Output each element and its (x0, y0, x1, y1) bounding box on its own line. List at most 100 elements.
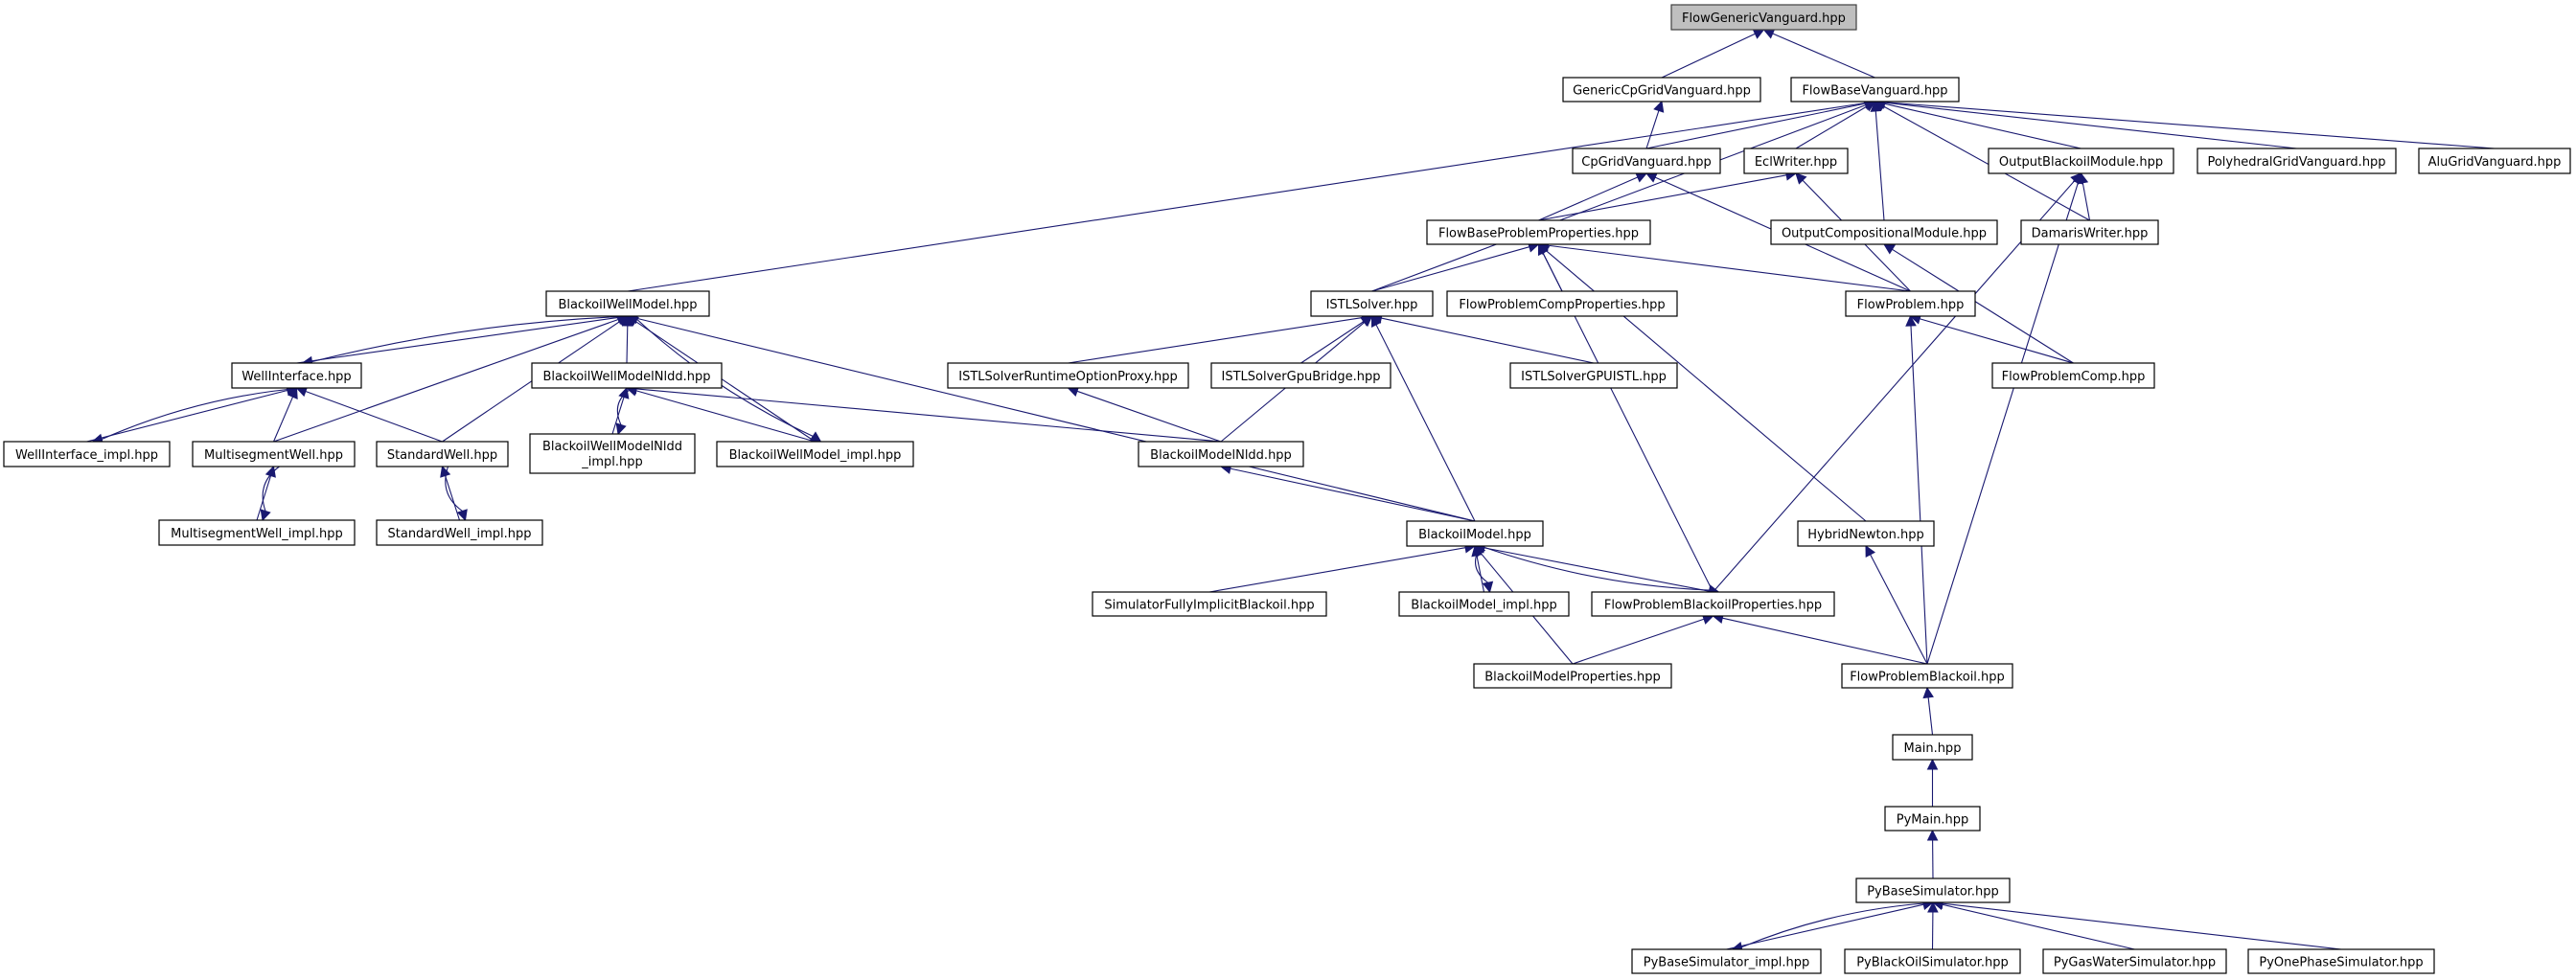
node-damaris-writer[interactable]: DamarisWriter.hpp (2020, 219, 2159, 245)
node-box (716, 441, 914, 467)
edge-simulator-fully-implicit-blackoil-to-blackoil-model (1208, 542, 1477, 593)
node-flow-problem-comp-properties[interactable]: FlowProblemCompProperties.hpp (1446, 290, 1678, 317)
node-multisegment-well-impl[interactable]: MultisegmentWell_impl.hpp (158, 519, 356, 546)
edge-line (626, 325, 629, 364)
edge-line (1870, 554, 1928, 665)
node-istl-solver[interactable]: ISTLSolver.hpp (1310, 290, 1434, 317)
node-flow-generic-vanguard[interactable]: FlowGenericVanguard.hpp (1670, 4, 1857, 31)
edge-istl-solver-gpuistl-to-istl-solver (1370, 312, 1595, 364)
node-label: DamarisWriter.hpp (2032, 227, 2149, 241)
node-well-interface-impl[interactable]: WellInterface_impl.hpp (3, 441, 171, 467)
edge-py-base-simulator-to-py-base-simulator-impl (1731, 901, 1940, 953)
node-py-gas-water-simulator[interactable]: PyGasWaterSimulator.hpp (2042, 948, 2227, 974)
node-hybrid-newton[interactable]: HybridNewton.hpp (1797, 520, 1935, 547)
edge-line (1919, 318, 2074, 364)
edge-standard-well-impl-to-standard-well (440, 465, 461, 521)
node-blackoil-model-nldd[interactable]: BlackoilModelNldd.hpp (1138, 441, 1304, 467)
node-polyhedral-grid-vanguard[interactable]: PolyhedralGridVanguard.hpp (2196, 148, 2397, 174)
edge-line (262, 466, 280, 512)
node-py-main[interactable]: PyMain.hpp (1884, 806, 1981, 832)
node-blackoil-well-model-nldd-impl[interactable]: BlackoilWellModelNldd_impl.hpp (529, 433, 696, 474)
node-label: PyBaseSimulator.hpp (1867, 885, 1999, 900)
node-flow-problem-blackoil[interactable]: FlowProblemBlackoil.hpp (1841, 663, 2013, 689)
node-blackoil-well-model-nldd[interactable]: BlackoilWellModelNldd.hpp (531, 362, 723, 389)
edge-well-interface-to-blackoil-well-model (296, 311, 630, 364)
node-well-interface[interactable]: WellInterface.hpp (231, 362, 362, 389)
arrowhead-icon (1926, 758, 1939, 770)
node-label: FlowProblemBlackoil.hpp (1850, 671, 2005, 685)
node-blackoil-well-model[interactable]: BlackoilWellModel.hpp (545, 290, 710, 317)
edge-line (627, 102, 1866, 292)
node-box (1841, 663, 2013, 689)
edge-line (1942, 902, 2342, 950)
node-flow-problem-blackoil-properties[interactable]: FlowProblemBlackoilProperties.hpp (1591, 591, 1835, 617)
edge-py-one-phase-simulator-to-py-base-simulator (1931, 898, 2342, 950)
node-py-black-oil-simulator[interactable]: PyBlackOilSimulator.hpp (1844, 948, 2021, 974)
node-istl-solver-gpu-bridge[interactable]: ISTLSolverGpuBridge.hpp (1210, 362, 1392, 389)
node-box (1988, 148, 2174, 174)
node-flow-problem-comp[interactable]: FlowProblemComp.hpp (1991, 362, 2155, 389)
node-label: PyMain.hpp (1897, 813, 1968, 828)
edge-line (1884, 103, 2082, 149)
edge-well-interface-impl-to-well-interface (86, 384, 298, 443)
edge-line (1942, 903, 2135, 950)
node-blackoil-well-model-impl[interactable]: BlackoilWellModel_impl.hpp (716, 441, 914, 467)
node-istl-solver-runtime-option-proxy[interactable]: ISTLSolverRuntimeOptionProxy.hpp (947, 362, 1189, 389)
node-label: FlowProblemCompProperties.hpp (1459, 298, 1665, 312)
node-flow-base-problem-properties[interactable]: FlowBaseProblemProperties.hpp (1426, 219, 1651, 245)
arrowhead-icon (1926, 829, 1939, 841)
node-standard-well[interactable]: StandardWell.hpp (376, 441, 509, 467)
edge-multisegment-well-to-multisegment-well-impl (260, 466, 280, 522)
edge-flow-base-problem-properties-to-ecl-writer (1538, 170, 1798, 221)
node-label: OutputBlackoilModule.hpp (1999, 155, 2163, 170)
node-alu-grid-vanguard[interactable]: AluGridVanguard.hpp (2418, 148, 2571, 174)
node-label: BlackoilModelProperties.hpp (1484, 671, 1661, 685)
edge-line (442, 321, 621, 443)
arrowhead-icon (1635, 171, 1648, 183)
node-blackoil-model[interactable]: BlackoilModel.hpp (1406, 520, 1544, 547)
node-box (1426, 219, 1651, 245)
edge-line (1076, 390, 1222, 443)
node-box (1845, 290, 1976, 317)
node-box (1310, 290, 1434, 317)
edge-line (1548, 244, 1911, 292)
edge-line (1645, 103, 1866, 149)
arrowhead-icon (288, 386, 298, 399)
node-istl-solver-gpuistl[interactable]: ISTLSolverGPUISTL.hpp (1509, 362, 1678, 389)
arrowhead-icon (1653, 100, 1665, 113)
node-multisegment-well[interactable]: MultisegmentWell.hpp (192, 441, 356, 467)
edge-py-gas-water-simulator-to-py-base-simulator (1931, 899, 2135, 950)
node-flow-base-vanguard[interactable]: FlowBaseVanguard.hpp (1790, 77, 1960, 103)
node-blackoil-model-properties[interactable]: BlackoilModelProperties.hpp (1473, 663, 1672, 689)
node-flow-problem[interactable]: FlowProblem.hpp (1845, 290, 1976, 317)
node-ecl-writer[interactable]: EclWriter.hpp (1743, 148, 1849, 174)
node-generic-cp-grid-vanguard[interactable]: GenericCpGridVanguard.hpp (1562, 77, 1761, 103)
edge-line (616, 387, 633, 425)
node-cp-grid-vanguard[interactable]: CpGridVanguard.hpp (1572, 148, 1721, 174)
node-py-one-phase-simulator[interactable]: PyOnePhaseSimulator.hpp (2247, 948, 2435, 974)
node-blackoil-model-impl[interactable]: BlackoilModel_impl.hpp (1398, 591, 1570, 617)
edge-line (101, 387, 303, 441)
edge-line (1927, 696, 1934, 736)
node-py-base-simulator-impl[interactable]: PyBaseSimulator_impl.hpp (1631, 948, 1822, 974)
node-output-blackoil-module[interactable]: OutputBlackoilModule.hpp (1988, 148, 2174, 174)
node-main[interactable]: Main.hpp (1892, 734, 1973, 761)
node-label: WellInterface_impl.hpp (15, 448, 158, 463)
node-box (1892, 734, 1973, 761)
edge-generic-cp-grid-vanguard-to-flow-generic-vanguard (1661, 29, 1765, 79)
edge-line (1381, 317, 1595, 364)
node-simulator-fully-implicit-blackoil[interactable]: SimulatorFullyImplicitBlackoil.hpp (1092, 591, 1327, 617)
node-box (1884, 806, 1981, 832)
edge-line (1068, 316, 1363, 364)
node-box (1855, 877, 2011, 903)
edge-line (1230, 467, 1476, 522)
node-box (1797, 520, 1935, 547)
node-box (1406, 520, 1544, 547)
node-box (1562, 77, 1761, 103)
node-standard-well-impl[interactable]: StandardWell_impl.hpp (376, 519, 543, 546)
node-box (1591, 591, 1835, 617)
node-box (1398, 591, 1570, 617)
node-label: PyBlackOilSimulator.hpp (1856, 956, 2009, 970)
node-py-base-simulator[interactable]: PyBaseSimulator.hpp (1855, 877, 2011, 903)
node-output-compositional-module[interactable]: OutputCompositionalModule.hpp (1770, 219, 1998, 245)
